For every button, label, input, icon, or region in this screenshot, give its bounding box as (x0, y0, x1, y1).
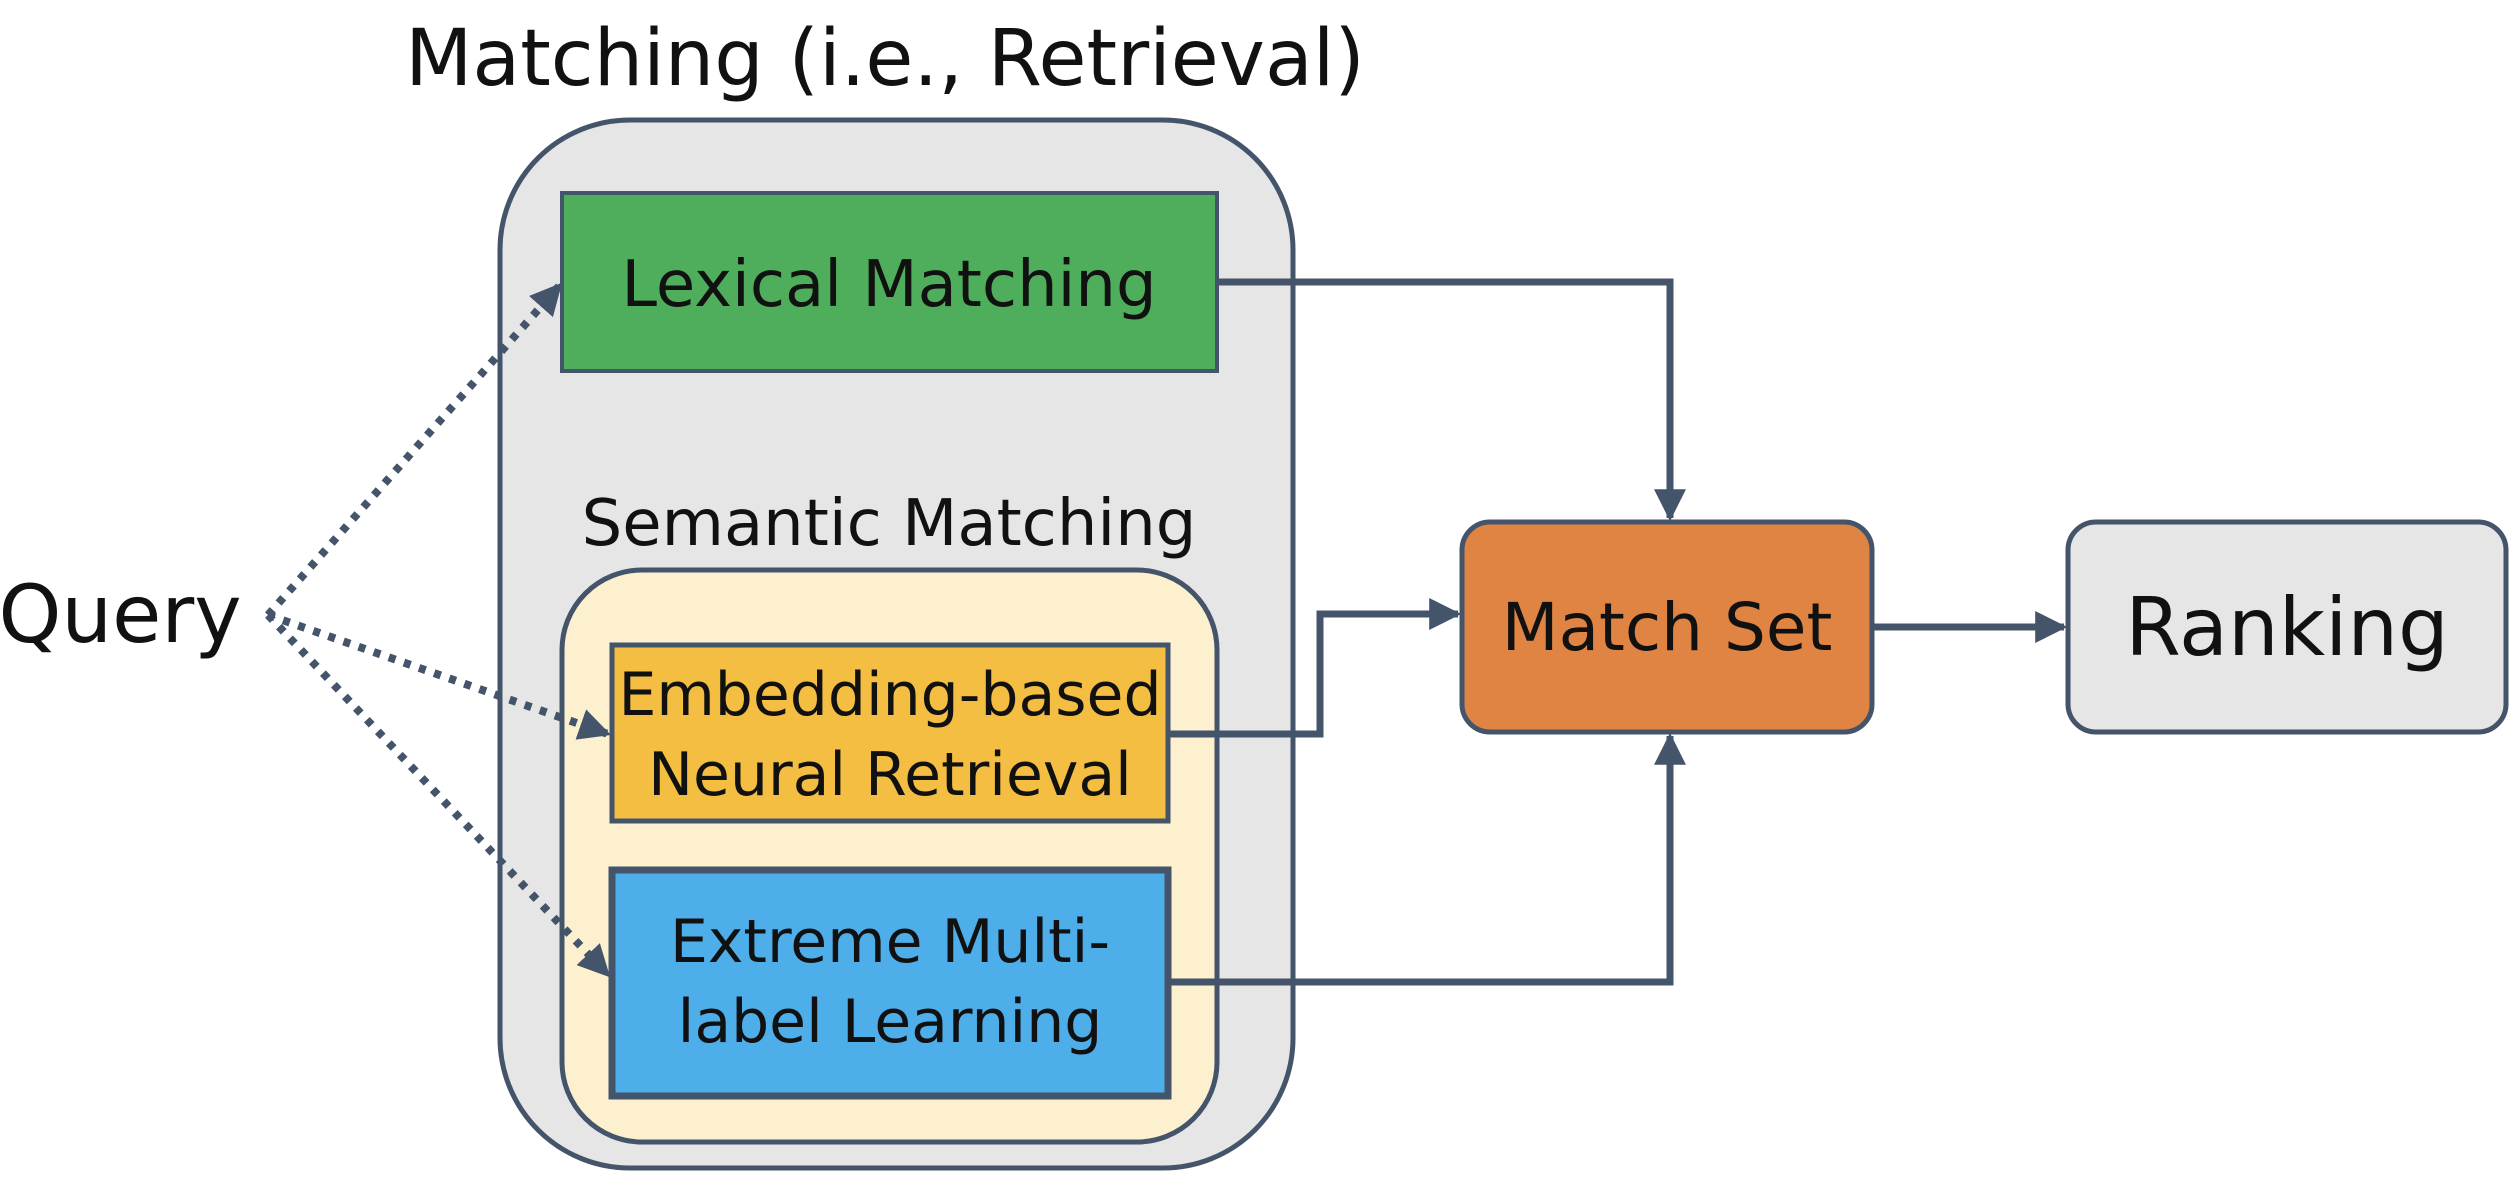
query-to-xml-arrow (265, 612, 611, 978)
ranking-box[interactable] (2065, 519, 2509, 735)
embedding-to-match-set-arrow (1168, 598, 1462, 738)
xml-learning-box[interactable] (608, 866, 1172, 1100)
embedding-retrieval-label-line2: Neural Retrieval (648, 740, 1132, 810)
lexical-matching-label: Lexical Matching (621, 248, 1156, 322)
matching-title: Matching (i.e., Retrieval) (405, 14, 1365, 104)
xml-to-match-set-arrow (1168, 732, 1686, 986)
semantic-matching-title: Semantic Matching (582, 487, 1197, 561)
xml-learning-label-line1: Extreme Multi- (670, 907, 1110, 977)
lexical-to-match-set-arrow (1217, 278, 1686, 522)
lexical-matching-box[interactable] (560, 191, 1219, 373)
query-to-embedding-arrow (266, 611, 612, 740)
ranking-label: Ranking (2125, 581, 2449, 674)
xml-learning-label-line2: label Learning (678, 987, 1103, 1057)
embedding-retrieval-label-line1: Embedding-based (618, 660, 1161, 730)
query-label: Query (0, 568, 242, 661)
match-set-label: Match Set (1502, 589, 1833, 666)
